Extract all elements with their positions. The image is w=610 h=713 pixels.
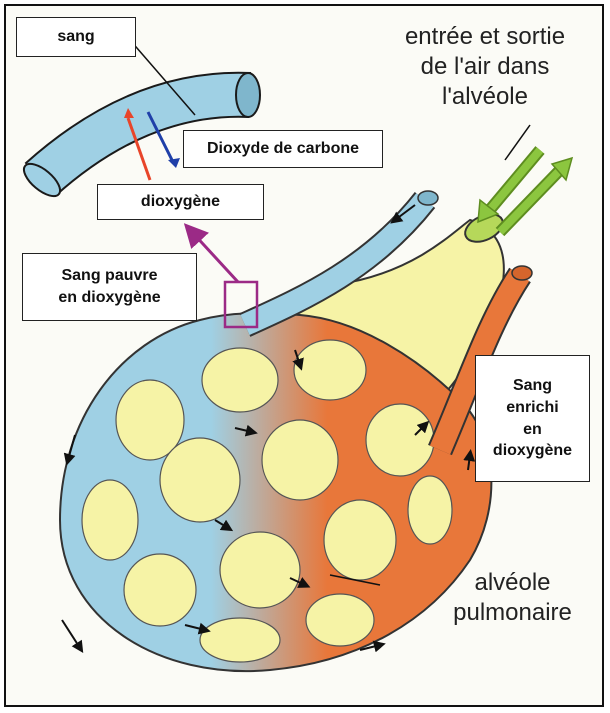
o2-arrow xyxy=(183,223,240,284)
air-arrows xyxy=(477,146,574,237)
air-label-line1: entrée et sortie xyxy=(404,23,566,50)
sang-label-text: sang xyxy=(57,28,95,46)
poor-blood-line2: en dioxygène xyxy=(58,289,161,306)
rich-blood-line4: dioxygène xyxy=(492,442,573,460)
co2-arrow-blue xyxy=(146,111,174,161)
blood-vessel-tube xyxy=(22,71,261,198)
sang-pointer xyxy=(129,39,196,116)
exchange-zone-box xyxy=(223,280,259,329)
alveole-pointer xyxy=(329,574,381,586)
co2-arrow-red xyxy=(126,117,152,181)
o2-label-text: dioxygène xyxy=(140,193,221,211)
alveole-label-line2: pulmonaire xyxy=(453,599,572,626)
poor-blood-label: Sang pauvre en dioxygène xyxy=(22,253,197,321)
alveole-label-line1: alvéole xyxy=(474,569,551,596)
flow-arrows xyxy=(61,204,476,654)
air-label: entrée et sortie de l'air dans l'alvéole xyxy=(370,22,600,112)
air-label-line2: de l'air dans xyxy=(420,53,550,80)
rich-blood-line3: en xyxy=(523,420,542,438)
rich-blood-line1: Sang xyxy=(512,377,553,395)
sang-label: sang xyxy=(16,17,136,57)
co2-label: Dioxyde de carbone xyxy=(183,130,383,168)
co2-label-text: Dioxyde de carbone xyxy=(206,140,360,158)
o2-label: dioxygène xyxy=(97,184,264,220)
rich-blood-line2: enrichi xyxy=(506,398,559,416)
air-label-line3: l'alvéole xyxy=(442,83,528,110)
alveole-label: alvéole pulmonaire xyxy=(430,568,595,628)
air-label-pointer xyxy=(504,124,531,161)
poor-blood-line1: Sang pauvre xyxy=(61,267,158,285)
capillary-gaps xyxy=(81,339,453,663)
rich-blood-label: Sang enrichi en dioxygène xyxy=(475,355,590,482)
